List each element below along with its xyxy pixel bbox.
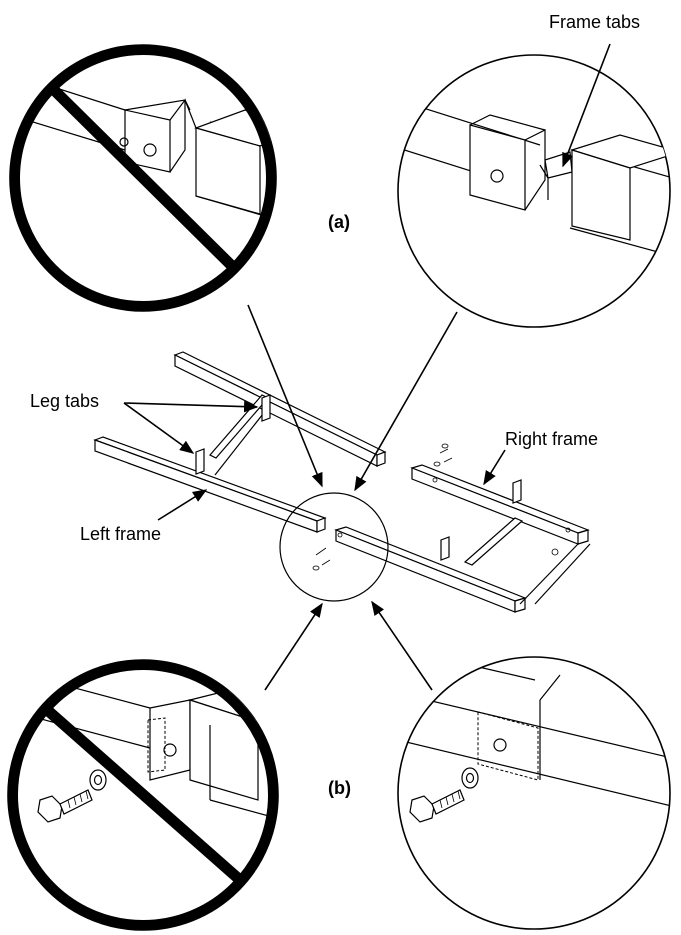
correct-bolt-placement-detail-b	[397, 656, 671, 930]
bolt-icon	[37, 789, 93, 823]
washer-icon	[461, 767, 479, 789]
step-b-label: (b)	[328, 778, 351, 798]
correct-tab-placement-detail-a	[397, 54, 671, 328]
washer-icon	[89, 769, 107, 791]
step-a-label: (a)	[328, 212, 350, 232]
incorrect-bolt-placement-detail-b	[7, 659, 279, 931]
prohibited-icon	[10, 45, 276, 311]
bolt-icon	[409, 789, 465, 823]
incorrect-tab-placement-detail-a	[9, 44, 277, 312]
right-frame-label: Right frame	[505, 429, 598, 449]
frame-tabs-label: Frame tabs	[549, 12, 640, 32]
left-frame-label: Left frame	[80, 524, 161, 544]
leg-tabs-label: Leg tabs	[30, 391, 99, 411]
prohibited-icon	[8, 660, 278, 930]
frame-assembly-overview	[93, 351, 591, 613]
leader-arrows	[123, 43, 611, 691]
